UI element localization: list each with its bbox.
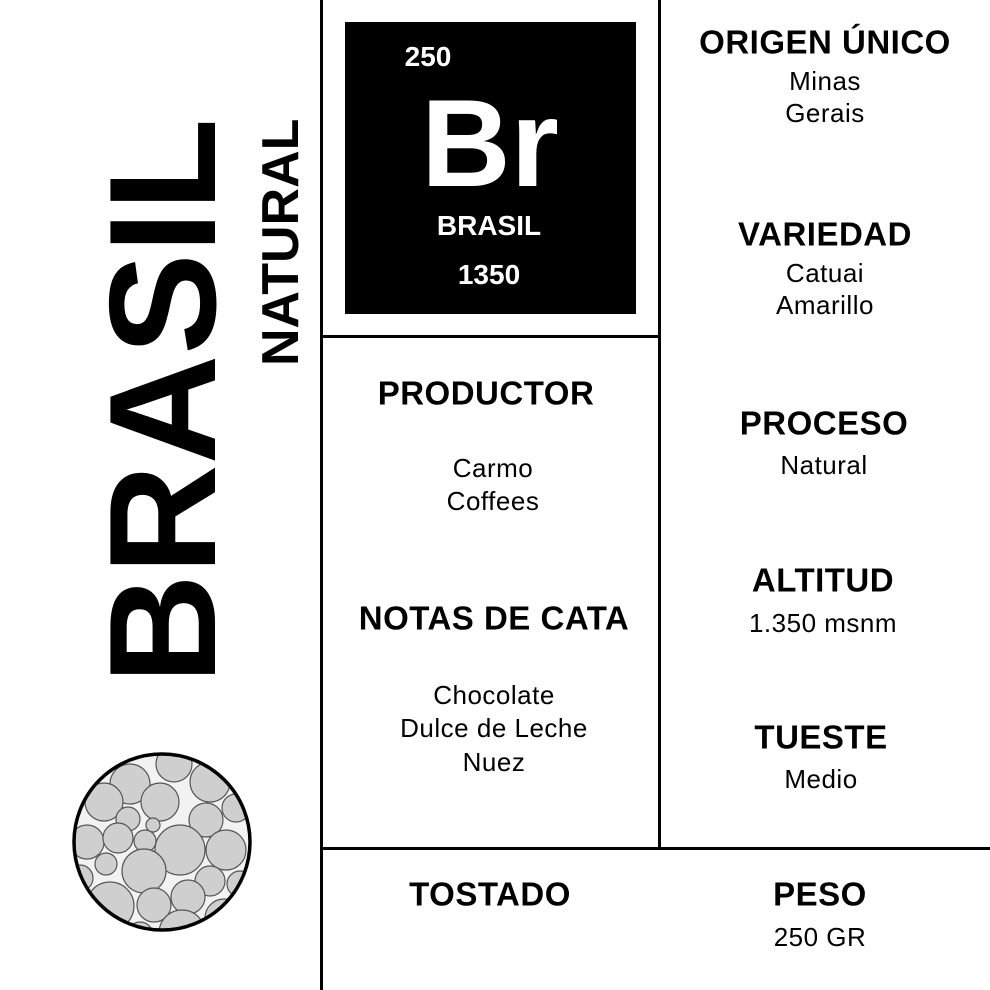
tueste-label: TUESTE	[754, 718, 888, 756]
element-number: 250	[404, 41, 452, 72]
divider-horizontal-top	[320, 335, 660, 338]
variedad-label: VARIEDAD	[738, 215, 912, 253]
element-name: BRASIL	[436, 210, 542, 241]
notas-label: NOTAS DE CATA	[358, 599, 630, 637]
divider-horizontal-bottom	[320, 847, 990, 850]
element-tile: 250 Br BRASIL 1350	[345, 22, 636, 314]
element-mass: 1350	[457, 259, 521, 290]
origen-label: ORIGEN ÚNICO	[699, 23, 951, 61]
notas-value-3: Nuez	[462, 747, 526, 777]
productor-value-2: Coffees	[446, 486, 540, 516]
origen-value-1: Minas	[789, 66, 861, 96]
altitud-value: 1.350 msnm	[748, 608, 898, 638]
variedad-value-1: Catuai	[785, 258, 865, 288]
title-brasil: BRASIL	[78, 118, 248, 684]
productor-value-1: Carmo	[452, 453, 534, 483]
notas-value-1: Chocolate	[433, 680, 555, 710]
divider-vertical-middle	[658, 0, 661, 849]
coffee-bubbles-circle-icon	[72, 752, 252, 932]
notas-value-2: Dulce de Leche	[400, 713, 588, 743]
proceso-label: PROCESO	[739, 404, 909, 442]
altitud-label: ALTITUD	[751, 561, 895, 599]
origen-value-2: Gerais	[785, 98, 865, 128]
element-symbol: Br	[421, 75, 559, 213]
variedad-value-2: Amarillo	[776, 290, 874, 320]
peso-value: 250 GR	[773, 922, 867, 952]
divider-vertical-left	[320, 0, 323, 990]
title-natural: NATURAL	[252, 118, 310, 366]
productor-label: PRODUCTOR	[377, 374, 595, 412]
tostado-label: TOSTADO	[409, 875, 571, 913]
tueste-value: Medio	[784, 764, 858, 794]
proceso-value: Natural	[780, 450, 868, 480]
peso-label: PESO	[773, 875, 867, 913]
